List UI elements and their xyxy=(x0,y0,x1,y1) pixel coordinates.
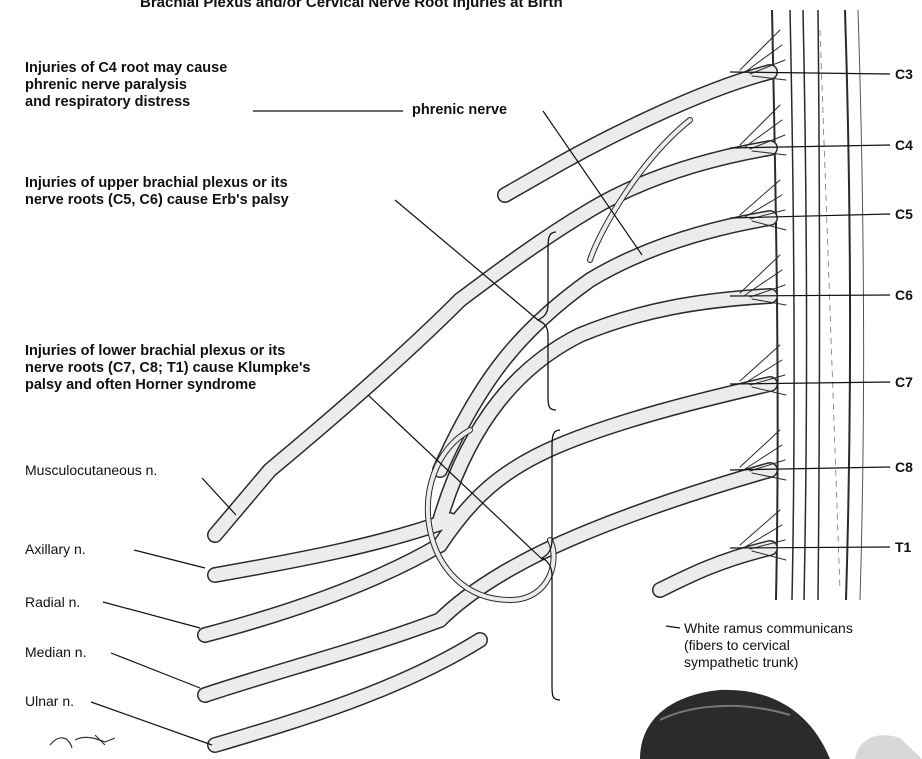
erb-line-2: nerve roots (C5, C6) cause Erb's palsy xyxy=(25,192,289,209)
infant-head-sketch xyxy=(640,690,922,759)
root-label-c7: C7 xyxy=(895,374,913,391)
phrenic-nerve-label: phrenic nerve xyxy=(412,102,507,119)
white-ramus-note: White ramus communicans (fibers to cervi… xyxy=(684,620,853,671)
c4-injury-line-2: phrenic nerve paralysis xyxy=(25,77,227,94)
white-ramus-line-3: sympathetic trunk) xyxy=(684,654,853,671)
radial-label: Radial n. xyxy=(25,594,80,611)
c4-injury-line-3: and respiratory distress xyxy=(25,94,227,111)
klumpke-palsy-note: Injuries of lower brachial plexus or its… xyxy=(25,343,310,394)
figure-title: Brachial Plexus and/or Cervical Nerve Ro… xyxy=(140,0,563,11)
c4-injury-note: Injuries of C4 root may cause phrenic ne… xyxy=(25,60,227,111)
white-ramus-line-2: (fibers to cervical xyxy=(684,637,853,654)
erb-palsy-note: Injuries of upper brachial plexus or its… xyxy=(25,175,289,209)
root-label-c6: C6 xyxy=(895,287,913,304)
axillary-label: Axillary n. xyxy=(25,541,86,558)
root-label-c8: C8 xyxy=(895,459,913,476)
root-label-c3: C3 xyxy=(895,66,913,83)
white-ramus-line-1: White ramus communicans xyxy=(684,620,853,637)
artist-signature xyxy=(50,735,115,748)
klumpke-line-3: palsy and often Horner syndrome xyxy=(25,377,310,394)
root-label-t1: T1 xyxy=(895,539,911,556)
c4-injury-line-1: Injuries of C4 root may cause xyxy=(25,60,227,77)
musculocutaneous-label: Musculocutaneous n. xyxy=(25,462,157,479)
erb-line-1: Injuries of upper brachial plexus or its xyxy=(25,175,289,192)
median-label: Median n. xyxy=(25,644,86,661)
ulnar-label: Ulnar n. xyxy=(25,693,74,710)
klumpke-line-1: Injuries of lower brachial plexus or its xyxy=(25,343,310,360)
root-label-c4: C4 xyxy=(895,137,913,154)
klumpke-line-2: nerve roots (C7, C8; T1) cause Klumpke's xyxy=(25,360,310,377)
root-label-c5: C5 xyxy=(895,206,913,223)
